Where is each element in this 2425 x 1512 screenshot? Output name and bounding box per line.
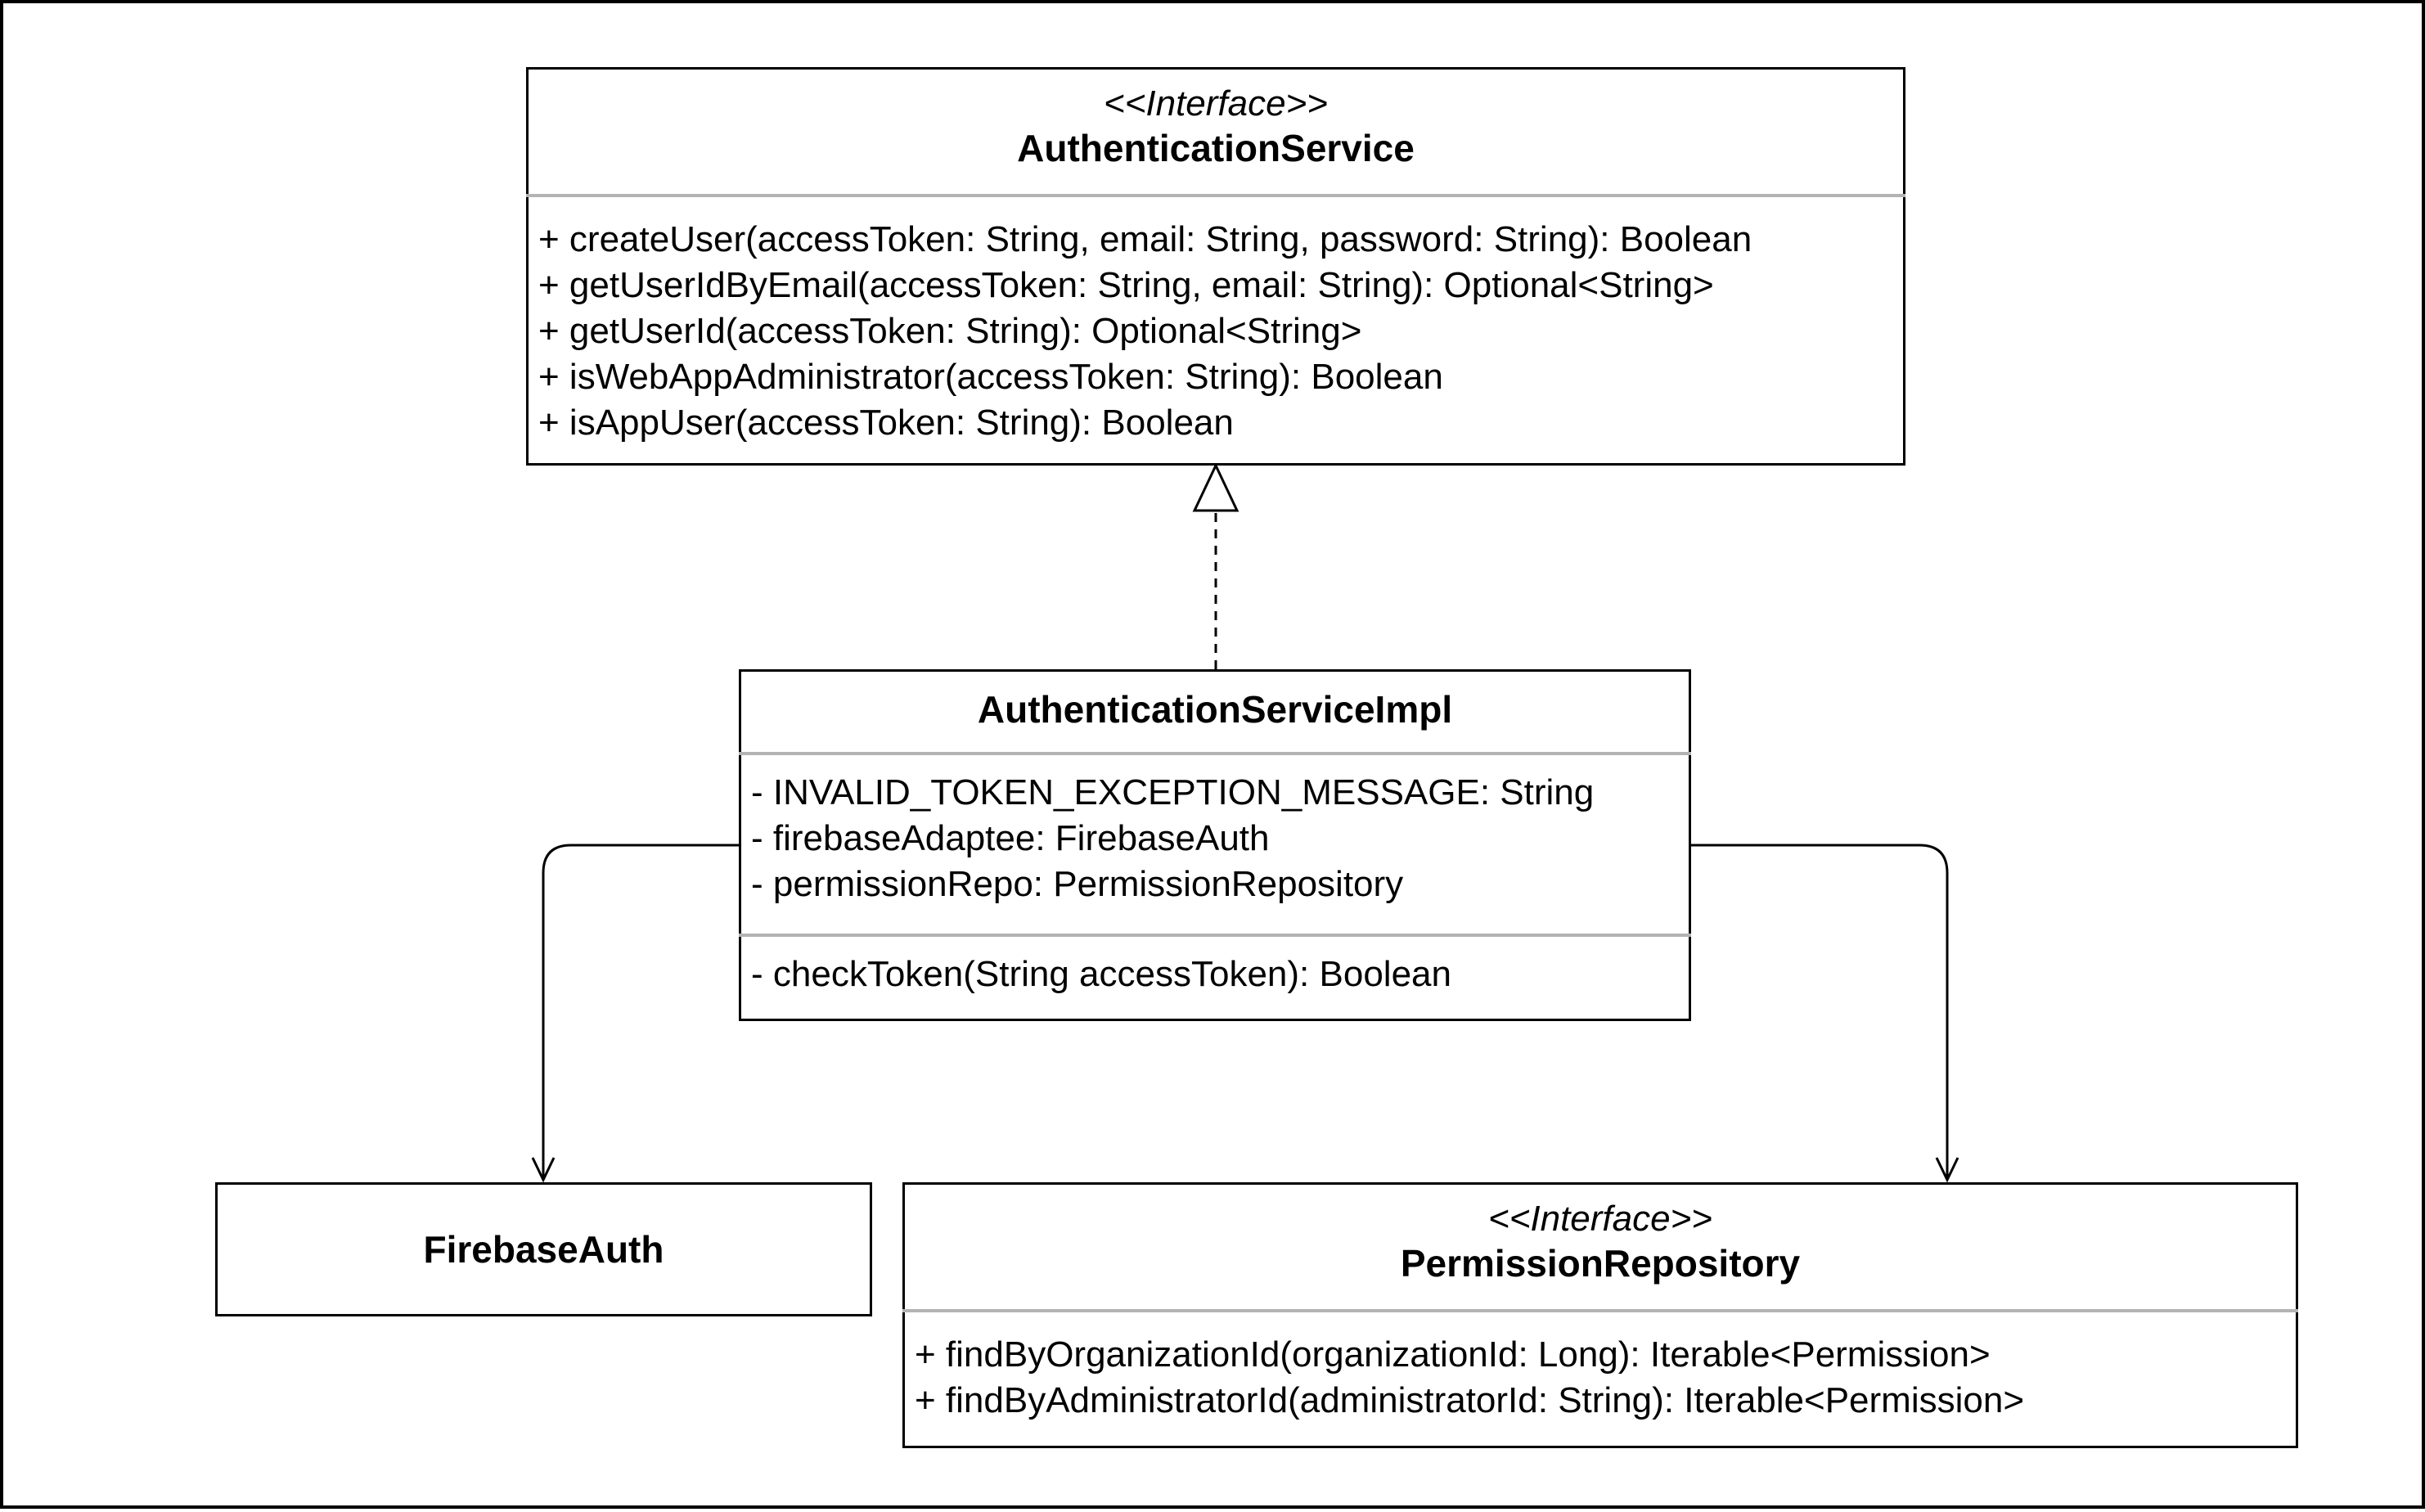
attribute-invalid-token-message: - INVALID_TOKEN_EXCEPTION_MESSAGE: Strin…: [751, 772, 1595, 812]
class-name: FirebaseAuth: [423, 1228, 664, 1271]
association-line-permissionrepository: [1689, 844, 1949, 1179]
association-to-firebaseauth: [531, 844, 740, 1183]
authentication-service-class[interactable]: <<Interface>> AuthenticationService + cr…: [526, 67, 1905, 466]
operation-get-user-id: + getUserId(accessToken: String): Option…: [538, 311, 1362, 351]
realization-connector: [1192, 462, 1239, 669]
section-divider: [739, 934, 1691, 937]
firebase-auth-class[interactable]: FirebaseAuth: [215, 1182, 872, 1316]
class-name: AuthenticationServiceImpl: [977, 688, 1453, 731]
class-name: AuthenticationService: [1017, 127, 1415, 169]
stereotype-label: <<Interface>>: [1488, 1199, 1712, 1239]
connectors-layer: [531, 462, 1959, 1183]
section-divider: [526, 194, 1905, 197]
operation-is-web-app-administrator: + isWebAppAdministrator(accessToken: Str…: [538, 357, 1443, 397]
class-name: PermissionRepository: [1400, 1242, 1801, 1285]
operation-get-user-id-by-email: + getUserIdByEmail(accessToken: String, …: [538, 265, 1714, 305]
operation-create-user: + createUser(accessToken: String, email:…: [538, 219, 1752, 259]
association-to-permissionrepository: [1689, 844, 1959, 1183]
operation-find-by-administrator-id: + findByAdministratorId(administratorId:…: [915, 1380, 2025, 1420]
attribute-firebase-adaptee: - firebaseAdaptee: FirebaseAuth: [751, 818, 1270, 858]
realization-arrowhead: [1192, 462, 1239, 512]
section-divider: [739, 752, 1691, 755]
class-header: <<Interface>> PermissionRepository: [905, 1185, 2296, 1309]
association-line-firebaseauth: [542, 844, 740, 1179]
stereotype-label: <<Interface>>: [1104, 83, 1328, 124]
operation-check-token: - checkToken(String accessToken): Boolea…: [751, 954, 1451, 994]
operation-is-app-user: + isAppUser(accessToken: String): Boolea…: [538, 403, 1234, 443]
operation-find-by-organization-id: + findByOrganizationId(organizationId: L…: [915, 1334, 1991, 1375]
operations-section: + findByOrganizationId(organizationId: L…: [905, 1312, 2296, 1424]
class-header: FirebaseAuth: [218, 1185, 870, 1314]
attributes-section: - INVALID_TOKEN_EXCEPTION_MESSAGE: Strin…: [741, 755, 1689, 934]
permission-repository-class[interactable]: <<Interface>> PermissionRepository + fin…: [902, 1182, 2298, 1448]
attribute-permission-repo: - permissionRepo: PermissionRepository: [751, 864, 1404, 904]
authentication-service-impl-class[interactable]: AuthenticationServiceImpl - INVALID_TOKE…: [739, 669, 1691, 1021]
class-header: <<Interface>> AuthenticationService: [529, 70, 1903, 194]
operations-section: - checkToken(String accessToken): Boolea…: [741, 937, 1689, 997]
association-arrowhead-permissionrepository: [1935, 1157, 1959, 1183]
class-header: AuthenticationServiceImpl: [741, 672, 1689, 752]
section-divider: [902, 1309, 2298, 1312]
association-arrowhead-firebaseauth: [531, 1157, 556, 1183]
operations-section: + createUser(accessToken: String, email:…: [529, 197, 1903, 446]
